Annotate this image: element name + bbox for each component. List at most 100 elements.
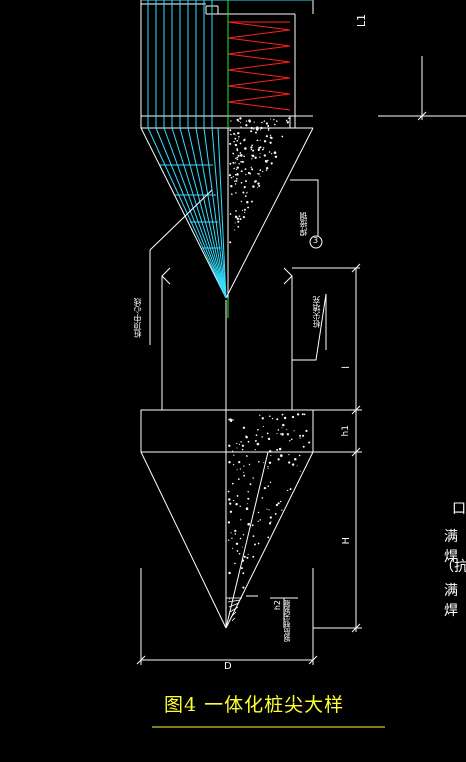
concrete-speck — [245, 507, 249, 510]
concrete-speck — [247, 522, 250, 526]
concrete-speck — [233, 167, 235, 170]
concrete-speck — [239, 537, 242, 540]
concrete-speck — [267, 536, 270, 539]
concrete-speck — [278, 447, 282, 451]
concrete-speck — [234, 222, 236, 224]
concrete-speck — [235, 210, 237, 212]
concrete-speck — [251, 154, 253, 156]
concrete-speck — [289, 488, 292, 491]
concrete-speck — [266, 167, 269, 170]
concrete-speck — [247, 171, 250, 174]
concrete-speck — [234, 162, 237, 164]
concrete-speck — [244, 168, 247, 171]
concrete-speck — [227, 490, 230, 493]
concrete-speck — [234, 229, 236, 231]
concrete-speck — [259, 169, 262, 171]
concrete-speck — [243, 208, 246, 211]
concrete-speck — [259, 519, 262, 521]
concrete-speck — [263, 120, 266, 122]
concrete-speck — [234, 180, 236, 182]
concrete-speck — [273, 151, 277, 154]
concrete-speck — [253, 121, 255, 123]
concrete-speck — [238, 138, 239, 140]
concrete-speck — [229, 598, 231, 600]
concrete-speck — [252, 185, 255, 188]
concrete-speck — [288, 461, 291, 464]
concrete-speck — [253, 128, 255, 130]
concrete-speck — [259, 152, 261, 155]
concrete-speck — [264, 154, 266, 156]
concrete-speck — [240, 154, 243, 157]
concrete-speck — [238, 163, 240, 165]
concrete-speck — [277, 458, 280, 461]
concrete-speck — [255, 434, 258, 437]
concrete-speck — [250, 130, 253, 133]
concrete-speck — [243, 155, 246, 158]
concrete-speck — [244, 138, 246, 140]
concrete-speck — [251, 158, 253, 160]
concrete-speck — [236, 139, 239, 142]
concrete-speck — [259, 414, 261, 416]
concrete-speck — [242, 533, 245, 536]
concrete-speck — [261, 436, 263, 438]
concrete-speck — [301, 413, 304, 416]
concrete-speck — [273, 119, 275, 121]
concrete-speck — [236, 118, 239, 122]
concrete-speck — [270, 521, 272, 523]
concrete-speck — [276, 433, 278, 435]
concrete-speck — [237, 132, 240, 135]
concrete-speck — [265, 122, 269, 125]
concrete-speck — [258, 173, 260, 175]
concrete-speck — [239, 152, 242, 154]
concrete-speck — [281, 427, 283, 429]
concrete-speck — [230, 532, 232, 534]
concrete-speck — [245, 173, 247, 176]
concrete-speck — [281, 509, 283, 511]
concrete-speck — [256, 187, 259, 189]
label-dim-l: l — [341, 366, 352, 369]
concrete-speck — [235, 542, 239, 545]
concrete-speck — [241, 559, 245, 562]
dimension-h — [246, 409, 362, 633]
concrete-speck — [238, 553, 241, 555]
concrete-speck — [247, 497, 250, 500]
concrete-speck — [286, 428, 288, 431]
concrete-speck — [289, 440, 291, 442]
concrete-speck — [236, 159, 238, 161]
concrete-speck — [247, 503, 249, 505]
concrete-speck — [302, 445, 305, 448]
concrete-speck — [267, 485, 269, 487]
concrete-speck — [240, 170, 243, 173]
concrete-speck — [232, 161, 234, 164]
concrete-speck — [228, 174, 232, 177]
concrete-speck — [243, 139, 246, 142]
cyan-reinforcement — [141, 0, 313, 299]
concrete-speck — [231, 537, 233, 539]
concrete-speck — [259, 156, 261, 158]
concrete-speck — [234, 174, 237, 176]
concrete-speck — [244, 180, 247, 183]
concrete-speck — [231, 482, 234, 485]
concrete-speck — [234, 183, 237, 185]
concrete-speck — [229, 510, 233, 513]
concrete-speck — [294, 458, 297, 461]
concrete-speck — [228, 461, 231, 464]
top-pile-body — [140, 0, 314, 299]
concrete-speck — [233, 140, 235, 143]
concrete-speck — [240, 567, 243, 570]
concrete-speck — [252, 535, 255, 538]
concrete-speck — [254, 543, 256, 546]
concrete-fill-top — [228, 117, 290, 244]
concrete-speck — [245, 124, 248, 127]
concrete-speck — [288, 453, 290, 456]
concrete-speck — [267, 125, 270, 127]
concrete-speck — [236, 494, 239, 497]
concrete-speck — [238, 120, 240, 123]
concrete-speck — [251, 200, 253, 203]
right-fragment-4: 满焊 — [444, 583, 458, 619]
concrete-speck — [282, 423, 285, 427]
concrete-speck — [238, 135, 240, 138]
concrete-speck — [299, 437, 301, 439]
concrete-speck — [229, 213, 232, 215]
concrete-speck — [266, 508, 268, 510]
